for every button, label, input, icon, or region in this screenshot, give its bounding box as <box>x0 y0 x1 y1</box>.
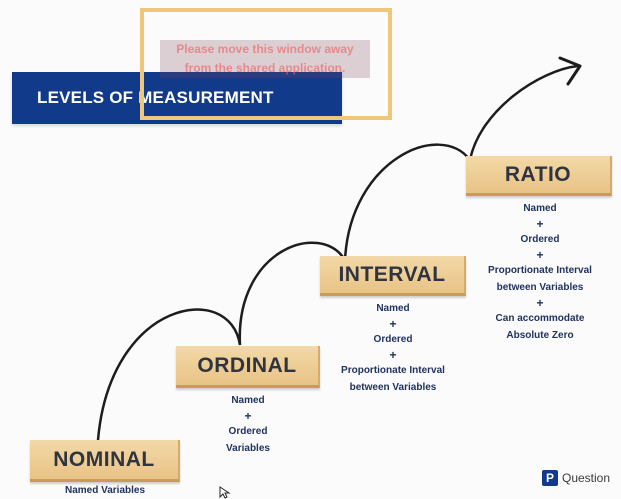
desc-line: between Variables <box>496 282 584 293</box>
desc-line: Can accommodate <box>495 313 585 324</box>
interval-description: Named + Ordered + Proportionate Interval… <box>320 300 466 396</box>
desc-line: Variables <box>226 443 270 454</box>
desc-plus: + <box>536 217 544 231</box>
desc-line: Absolute Zero <box>506 330 574 341</box>
desc-line: Proportionate Interval <box>488 265 592 276</box>
desc-line: Ordered <box>520 234 560 245</box>
desc-plus: + <box>536 248 544 262</box>
share-warning-text: Please move this window away from the sh… <box>150 40 380 78</box>
step-interval-label: INTERVAL <box>338 262 446 286</box>
share-warning-window[interactable] <box>140 8 392 120</box>
nominal-description: Named Variables <box>30 482 180 499</box>
ordinal-description: Named + Ordered Variables <box>176 392 320 457</box>
step-ratio: RATIO <box>466 156 612 196</box>
desc-plus: + <box>389 317 397 331</box>
brand-logo: P Question <box>542 470 610 486</box>
step-nominal-label: NOMINAL <box>53 447 155 471</box>
ratio-description: Named + Ordered + Proportionate Interval… <box>460 200 620 344</box>
share-warning-line-2: from the shared application. <box>160 59 370 78</box>
desc-line: between Variables <box>349 382 437 393</box>
page-title: LEVELS OF MEASUREMENT <box>37 88 274 107</box>
step-ordinal: ORDINAL <box>176 346 320 388</box>
title-banner: LEVELS OF MEASUREMENT <box>12 72 342 124</box>
share-warning-line-1: Please move this window away <box>160 40 370 59</box>
brand-logo-icon: P <box>542 470 558 486</box>
brand-name: Question <box>562 471 611 485</box>
step-ratio-label: RATIO <box>504 162 572 186</box>
step-nominal: NOMINAL <box>30 440 180 482</box>
desc-line: Named Variables <box>64 485 146 496</box>
desc-line: Named <box>376 303 410 314</box>
desc-line: Ordered <box>373 334 413 345</box>
desc-plus: + <box>244 409 252 423</box>
mouse-cursor-icon <box>219 486 231 499</box>
desc-line: Proportionate Interval <box>341 365 445 376</box>
desc-line: Named <box>231 395 265 406</box>
desc-plus: + <box>536 296 544 310</box>
step-ordinal-label: ORDINAL <box>197 353 297 377</box>
desc-plus: + <box>389 348 397 362</box>
desc-line: Ordered <box>228 426 268 437</box>
desc-line: Named <box>523 203 557 214</box>
step-interval: INTERVAL <box>320 256 466 296</box>
